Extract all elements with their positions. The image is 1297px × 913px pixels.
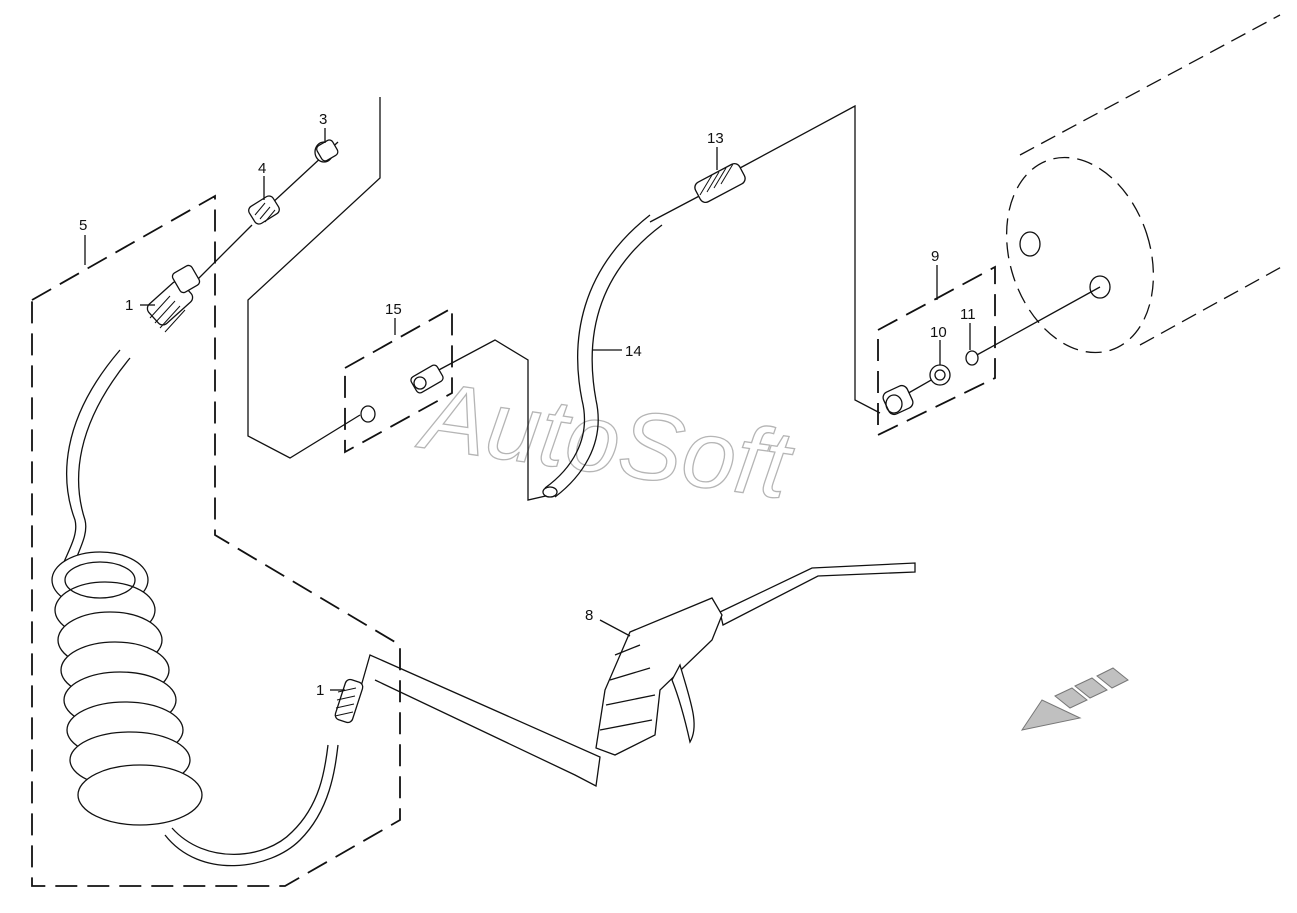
coiled-hose	[51, 349, 339, 867]
front-direction-arrow-icon	[1020, 667, 1129, 731]
callout-11: 11	[960, 306, 976, 323]
callout-15: 15	[385, 301, 402, 318]
callout-9: 9	[931, 248, 939, 265]
callout-4: 4	[258, 160, 266, 177]
part-3-nut	[314, 139, 339, 163]
callout-5: 5	[79, 217, 87, 234]
part-1-fitting-lower	[334, 678, 364, 724]
callout-leaders	[84, 128, 971, 691]
part-1-fitting-upper	[146, 264, 201, 333]
callout-3: 3	[319, 111, 327, 128]
watermark: AutoSoft	[412, 361, 800, 519]
part-4-coupler	[248, 195, 280, 225]
part-8-blow-gun	[595, 562, 916, 756]
callout-1-lower: 1	[316, 682, 324, 699]
group-9-box	[877, 265, 996, 437]
part-11-oring	[965, 350, 979, 366]
drum-outline	[1005, 14, 1286, 354]
callout-1-upper: 1	[125, 297, 133, 314]
part-14-hose	[542, 214, 663, 498]
callout-8: 8	[585, 607, 593, 624]
part-10-washer	[929, 364, 951, 386]
part-9-fitting	[882, 384, 914, 416]
callout-14: 14	[625, 343, 642, 360]
group-5-box	[31, 194, 401, 887]
part-15-fitting	[360, 364, 444, 423]
callout-10: 10	[930, 324, 947, 341]
part-13-fitting	[694, 163, 746, 203]
callout-13: 13	[707, 130, 724, 147]
